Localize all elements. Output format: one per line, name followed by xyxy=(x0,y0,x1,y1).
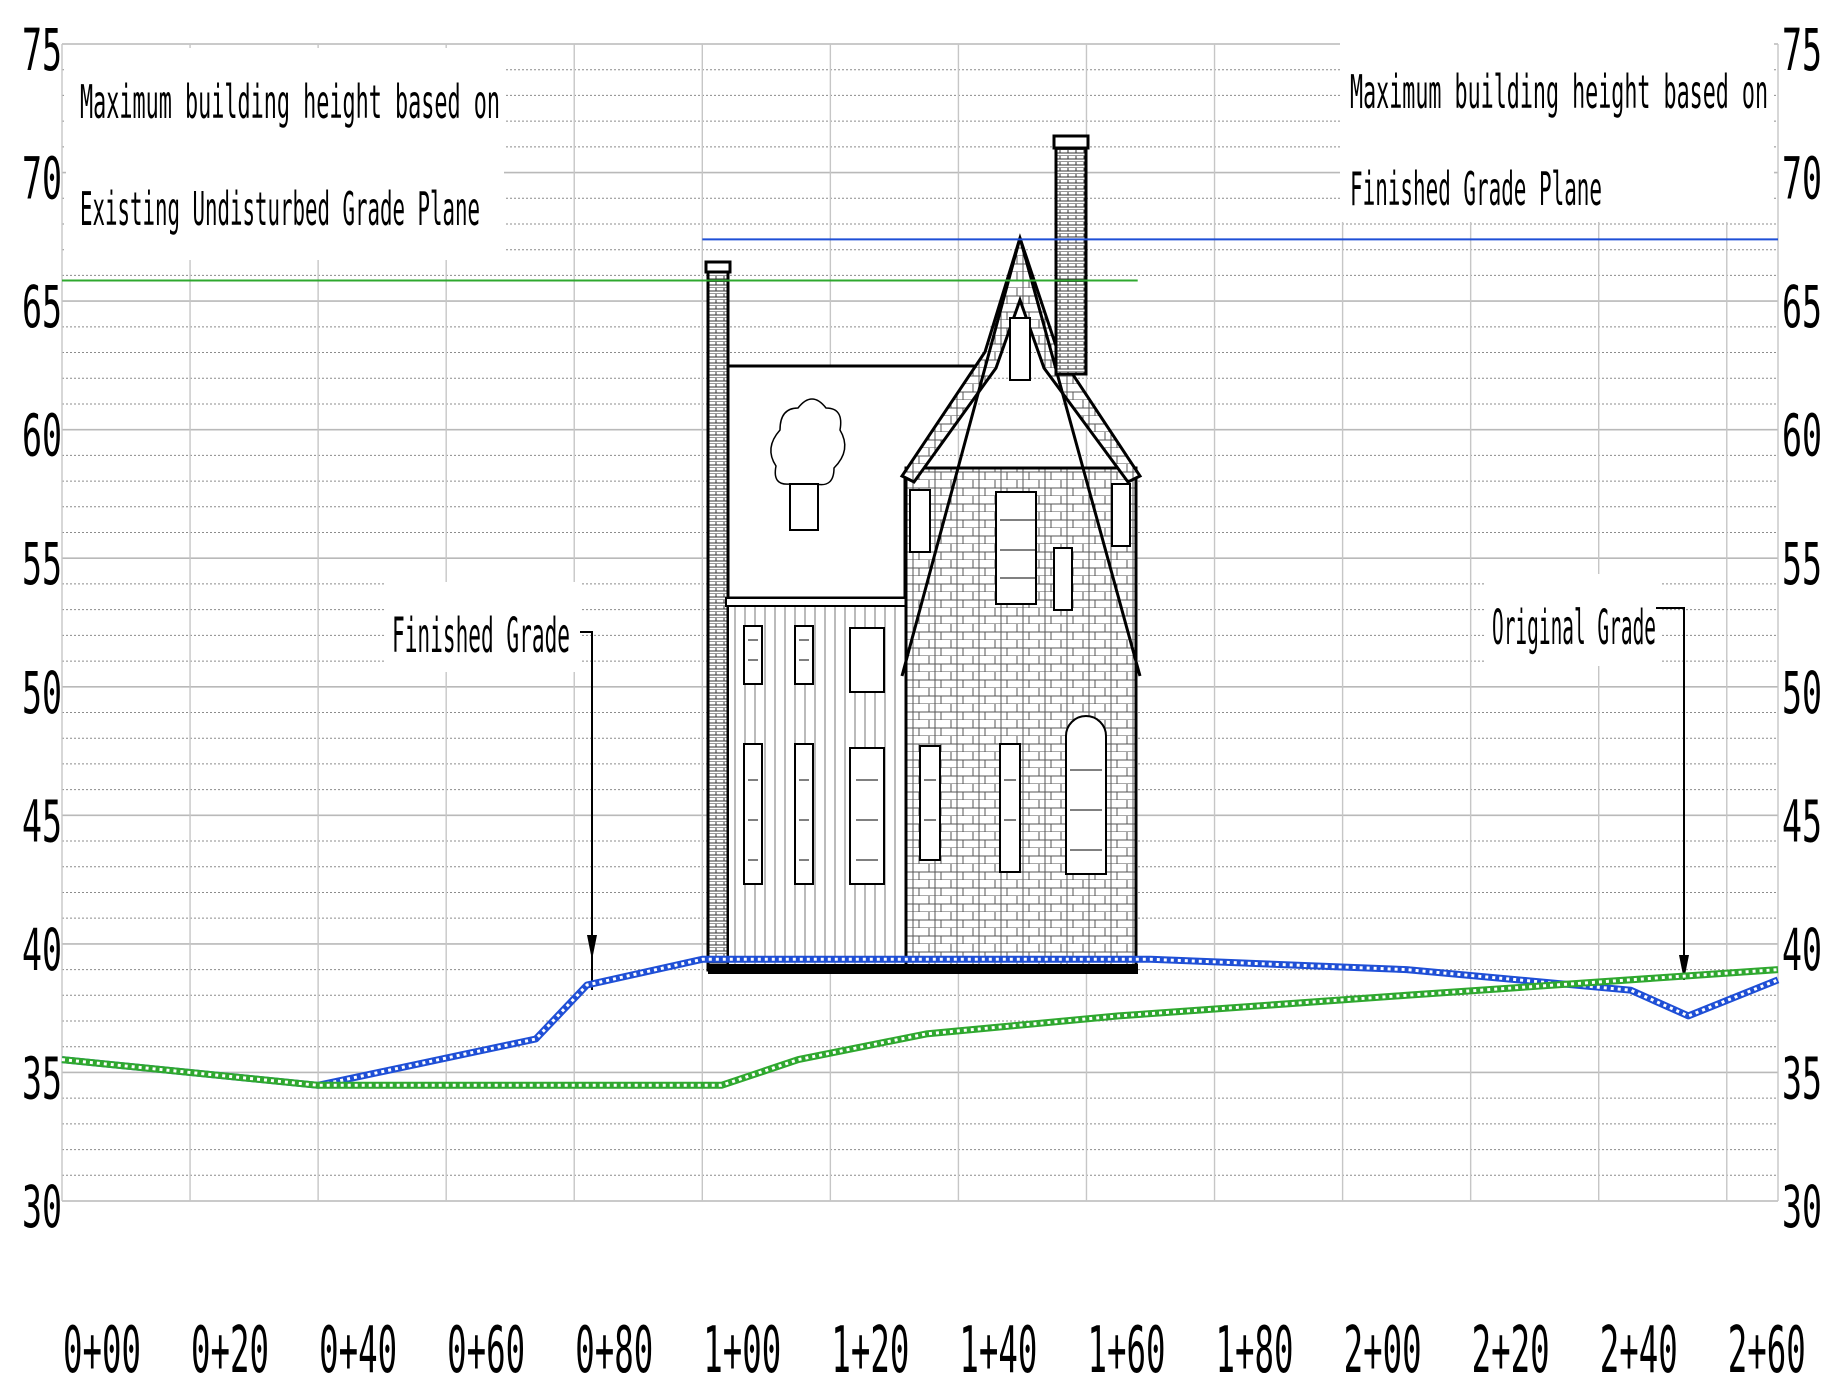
x-tick-label: 0+40 xyxy=(319,1314,397,1379)
x-tick-label: 1+20 xyxy=(831,1314,909,1379)
x-tick-label: 0+20 xyxy=(191,1314,269,1379)
y-tick-label-right: 35 xyxy=(1782,1044,1822,1112)
left-chimney-cap xyxy=(704,260,732,274)
y-tick-label-left: 60 xyxy=(22,402,62,470)
note-finished-grade-text: Finished Grade xyxy=(392,608,570,664)
x-tick-label: 0+80 xyxy=(575,1314,653,1379)
grade-series xyxy=(61,238,1780,1089)
original-grade-line-hatch xyxy=(61,968,1779,1087)
note-finished-grade: Finished Grade xyxy=(386,582,597,990)
y-tick-label-left: 75 xyxy=(22,16,62,84)
left-wall-windows xyxy=(743,625,885,885)
left-wall-eave xyxy=(725,597,909,607)
right-chimney-cap xyxy=(1052,134,1090,150)
y-tick-label-right: 75 xyxy=(1782,16,1822,84)
y-tick-label-left: 30 xyxy=(22,1173,62,1241)
gable-vent xyxy=(1009,317,1031,381)
building-elevation xyxy=(704,134,1143,974)
right-chimney xyxy=(1054,142,1088,376)
finished-grade-line-hatch xyxy=(61,957,1779,1087)
finished-grade-leader xyxy=(580,631,593,990)
x-tick-label: 2+20 xyxy=(1472,1314,1550,1379)
y-tick-label-left: 35 xyxy=(22,1044,62,1112)
dormer-window xyxy=(789,483,819,531)
y-tick-label-right: 55 xyxy=(1782,530,1822,598)
note-existing-max-line1: Maximum building height based on xyxy=(80,75,500,129)
x-tick-label: 2+40 xyxy=(1600,1314,1678,1379)
y-tick-label-right: 30 xyxy=(1782,1173,1822,1241)
y-tick-label-right: 70 xyxy=(1782,145,1822,213)
y-tick-label-left: 55 xyxy=(22,530,62,598)
note-original-grade: Original Grade xyxy=(1486,574,1689,980)
y-tick-label-left: 40 xyxy=(22,916,62,984)
x-tick-label: 2+60 xyxy=(1728,1314,1806,1379)
y-tick-label-right: 65 xyxy=(1782,273,1822,341)
finished-grade-leader-arrow xyxy=(587,935,597,960)
y-tick-label-left: 45 xyxy=(22,787,62,855)
note-existing-max: Maximum building height based on Existin… xyxy=(66,48,504,260)
x-tick-label: 1+40 xyxy=(959,1314,1037,1379)
x-tick-label: 1+80 xyxy=(1216,1314,1294,1379)
x-axis-labels: 0+00 0+20 0+40 0+60 0+80 1+00 1+20 1+40 1+60 1+80… xyxy=(63,1314,1806,1379)
y-axis-left-labels: 75 70 65 60 55 50 45 40 35 30 xyxy=(22,16,62,1241)
y-tick-label-right: 40 xyxy=(1782,916,1822,984)
gable-roof xyxy=(899,233,1143,484)
note-finished-max-line1: Maximum building height based on xyxy=(1350,65,1768,119)
x-tick-label: 0+60 xyxy=(447,1314,525,1379)
gable-trim xyxy=(900,237,1142,677)
y-tick-label-left: 70 xyxy=(22,145,62,213)
original-grade-leader-arrow xyxy=(1679,955,1689,980)
x-tick-label: 1+00 xyxy=(703,1314,781,1379)
note-finished-max: Maximum building height based on Finishe… xyxy=(1340,40,1774,222)
y-tick-label-right: 60 xyxy=(1782,402,1822,470)
y-axis-right-labels: 75 70 65 60 55 50 45 40 35 30 xyxy=(1782,16,1822,1241)
y-tick-label-right: 50 xyxy=(1782,659,1822,727)
dormer-cloud xyxy=(770,398,846,492)
y-tick-label-left: 65 xyxy=(22,273,62,341)
gable-windows xyxy=(909,483,1131,875)
x-tick-label: 0+00 xyxy=(63,1314,141,1379)
note-existing-max-line2: Existing Undisturbed Grade Plane xyxy=(80,182,480,236)
x-tick-label: 1+60 xyxy=(1087,1314,1165,1379)
original-grade-leader xyxy=(1656,607,1685,980)
x-tick-label: 2+00 xyxy=(1344,1314,1422,1379)
y-tick-label-left: 50 xyxy=(22,659,62,727)
foundation xyxy=(708,964,1138,974)
left-chimney xyxy=(706,266,730,972)
y-tick-label-right: 45 xyxy=(1782,787,1822,855)
note-finished-max-line2: Finished Grade Plane xyxy=(1350,162,1602,216)
note-original-grade-text: Original Grade xyxy=(1492,600,1656,656)
